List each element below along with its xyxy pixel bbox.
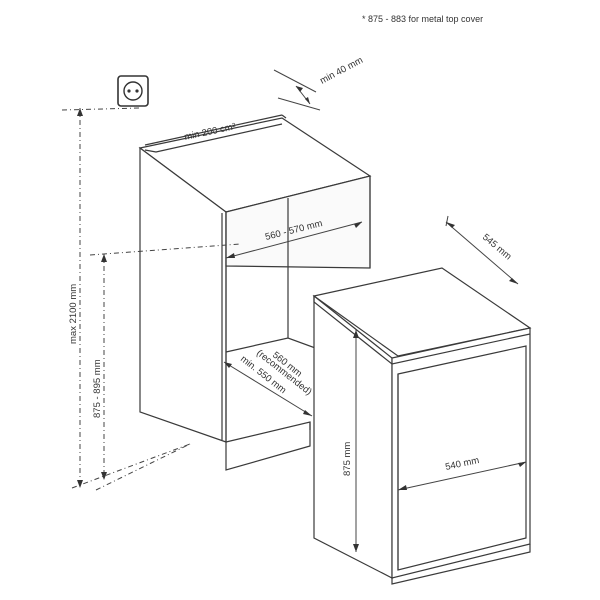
- niche-height-label: 875 - 895 mm: [92, 359, 103, 418]
- appliance-height-label: 875 mm: [342, 442, 353, 476]
- appliance-height-dimension: [353, 330, 359, 552]
- vent-slot: [144, 123, 283, 153]
- footnote: * 875 - 883 for metal top cover: [362, 14, 483, 24]
- niche-depth-dimension: [223, 361, 313, 417]
- cabinet-niche: [138, 114, 372, 471]
- niche-width-dimension: [225, 221, 363, 259]
- gap-dimension: [273, 69, 321, 111]
- appliance-width-dimension: [397, 461, 527, 491]
- min-gap-label: min 40 mm: [318, 55, 365, 87]
- height-dimensions: [77, 108, 107, 488]
- appliance-depth-label: 545 mm: [480, 232, 513, 263]
- appliance: [312, 267, 532, 585]
- power-socket-icon: [117, 75, 149, 107]
- max-height-label: max 2100 mm: [68, 284, 79, 344]
- appliance-depth-dimension: [445, 215, 519, 285]
- reference-lines: [61, 107, 241, 491]
